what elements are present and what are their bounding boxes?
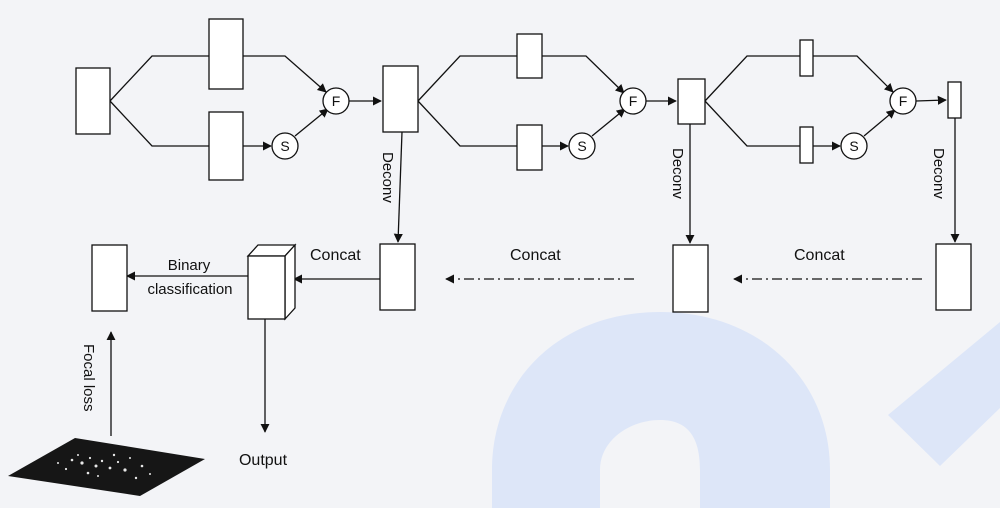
concat-cube <box>246 243 297 321</box>
stage2-split-lower <box>417 100 517 147</box>
stage1-select-node <box>271 132 299 160</box>
stage1-lower-block <box>208 111 244 181</box>
stage2-upper-to-fuse <box>542 55 625 94</box>
stage-2 <box>417 33 706 171</box>
stage-1 <box>75 18 419 181</box>
stage2-select-label: S <box>577 138 586 154</box>
concat-label-3: Concat <box>794 247 845 264</box>
focal-loss-label: Focal loss <box>80 344 97 412</box>
stage3-fuse-out <box>915 95 947 105</box>
stage2-select-node <box>568 132 596 160</box>
node-labels: F S F S F S <box>280 93 907 154</box>
output-label: Output <box>239 452 288 469</box>
concat-label-1: Concat <box>310 247 361 264</box>
decoder <box>91 118 972 436</box>
stage1-fuse-label: F <box>332 93 341 109</box>
decoder-block-3 <box>935 243 972 311</box>
stage3-select-node <box>840 132 868 160</box>
stage2-select-to-fuse <box>591 108 626 137</box>
stage1-output-block <box>382 65 419 133</box>
stage3-split-upper <box>704 55 800 102</box>
stage1-select-to-fuse <box>294 108 329 137</box>
decoder-block-1 <box>379 243 416 311</box>
deconv-arrow-1 <box>393 131 403 243</box>
deconv-label-1: Deconv <box>379 152 396 203</box>
stage3-select-label: S <box>849 138 858 154</box>
stage3-fuse-label: F <box>899 93 908 109</box>
stage1-upper-block <box>208 18 244 90</box>
stage1-split-upper <box>109 55 209 102</box>
deconv-label-2: Deconv <box>669 148 686 199</box>
stage3-lower-block <box>799 126 814 164</box>
stage2-output-block <box>677 78 706 125</box>
stage3-output-block <box>947 81 962 119</box>
classification-label: classification <box>147 281 232 298</box>
concat-label-2: Concat <box>510 247 561 264</box>
stage2-upper-block <box>516 33 543 79</box>
ground-truth-image <box>8 438 205 496</box>
deconv-label-3: Deconv <box>930 148 947 199</box>
stage2-fuse-label: F <box>629 93 638 109</box>
background-watermark <box>492 312 1000 508</box>
prediction-block <box>91 244 128 312</box>
decoder-block-2 <box>672 244 709 313</box>
stage2-split-upper <box>417 55 517 102</box>
stage-3 <box>704 39 962 164</box>
binary-label: Binary <box>168 257 211 274</box>
stage1-upper-to-fuse <box>243 55 327 93</box>
stage3-upper-block <box>799 39 814 77</box>
stage3-upper-to-fuse <box>813 55 894 93</box>
stage2-lower-block <box>516 124 543 171</box>
input-block <box>75 67 111 135</box>
stage1-split-lower <box>109 100 209 147</box>
stage3-split-lower <box>704 100 800 147</box>
stage3-select-to-fuse <box>863 109 896 137</box>
edge-labels: Deconv Deconv Deconv Concat Concat Conca… <box>80 148 947 469</box>
stage1-select-label: S <box>280 138 289 154</box>
